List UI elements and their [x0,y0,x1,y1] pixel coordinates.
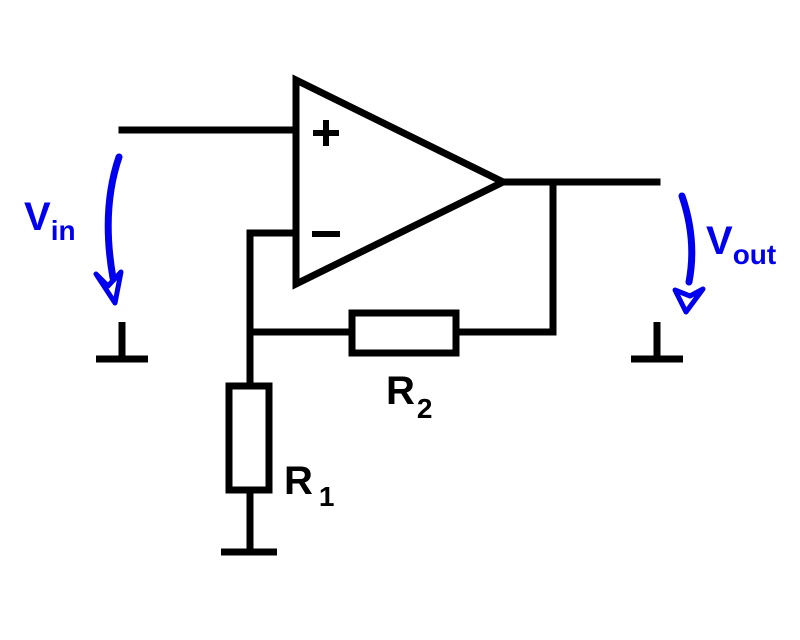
ground-symbol-output [631,322,683,363]
inverting-input-wire [246,229,300,390]
feedback-wire [452,178,557,336]
opamp-plus-sign [313,120,339,146]
vout-label: Vout [706,219,776,270]
r2-label: R2 [386,369,432,424]
vin-voltage-arrow [93,153,124,306]
opamp-triangle [292,74,511,290]
resistor-r1 [225,382,273,494]
vout-voltage-arrow [672,192,706,315]
vin-label: Vin [24,195,76,246]
resistor-r2 [348,309,460,357]
ground-symbol-input [96,322,148,363]
